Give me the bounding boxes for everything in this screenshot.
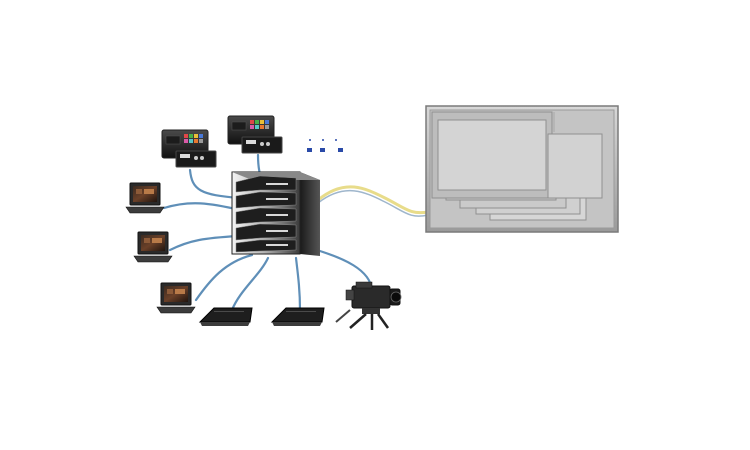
cables — [162, 153, 430, 312]
broadcast-camera — [335, 281, 402, 330]
cable-laptop-2 — [168, 234, 240, 252]
display-cable — [316, 185, 430, 215]
display-wall — [425, 105, 619, 233]
cable-control-panel-1 — [188, 168, 242, 200]
cable-laptop-3 — [194, 253, 254, 302]
display-window — [547, 133, 603, 199]
control-panel-keys — [231, 120, 269, 131]
laptop-2 — [133, 231, 173, 263]
laptop-1 — [125, 182, 165, 214]
indicator — [307, 139, 312, 152]
set-top-box-2 — [270, 307, 325, 326]
cable-set-top-box-2 — [294, 256, 302, 312]
indicator — [320, 139, 325, 152]
status-indicators — [307, 139, 343, 152]
display-window — [437, 119, 547, 191]
control-panel-2 — [227, 115, 283, 154]
set-top-box-1 — [198, 307, 253, 326]
control-panel-1 — [161, 129, 217, 168]
display-windows — [431, 111, 603, 221]
server-rack — [231, 171, 320, 256]
indicator — [335, 139, 343, 152]
display-cable-shade — [317, 189, 429, 217]
cable-set-top-box-1 — [230, 256, 270, 312]
laptop-3 — [156, 282, 196, 314]
cable-laptop-1 — [162, 202, 242, 212]
control-panel-keys — [165, 134, 203, 145]
